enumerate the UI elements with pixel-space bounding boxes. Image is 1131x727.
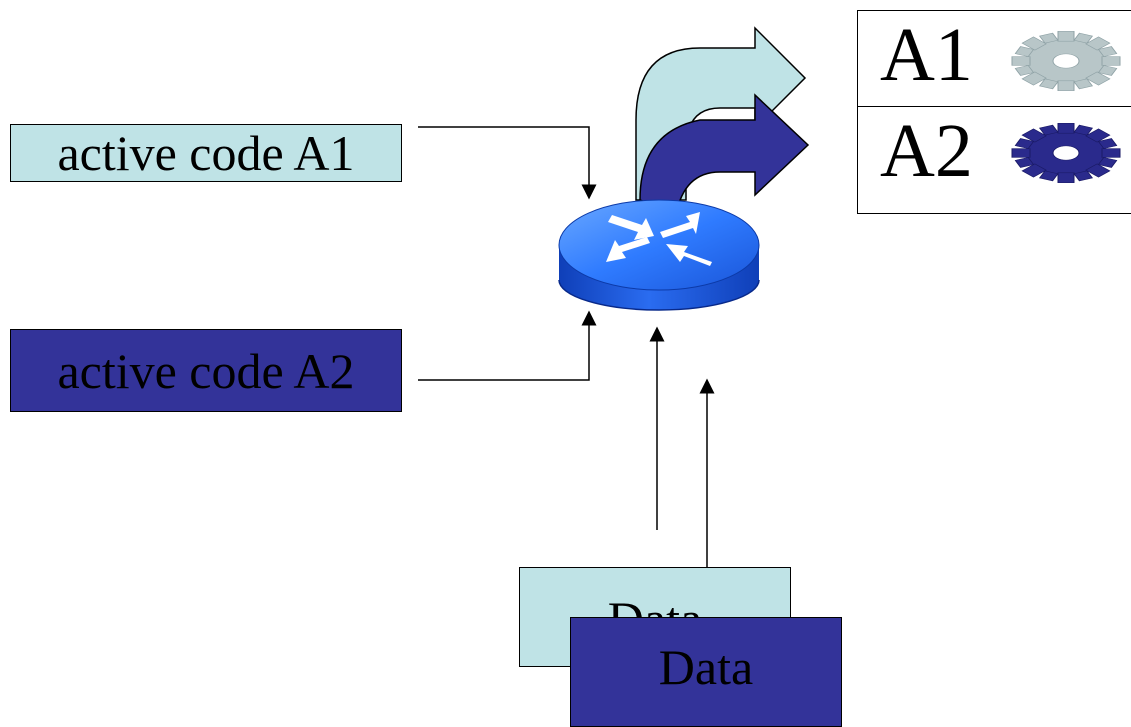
curved-arrow-a2 (639, 93, 810, 217)
data-packet-front-label: Data (658, 639, 754, 695)
table-row-a2: A2 (858, 107, 1131, 204)
data-packet-front: Data (570, 617, 842, 727)
router-icon (558, 199, 760, 311)
active-code-a1-label: active code A1 (57, 125, 355, 181)
gear-icon (1011, 31, 1121, 91)
active-code-table: A1 A2 (857, 10, 1131, 214)
active-code-a2-box: active code A2 (10, 329, 402, 412)
connector-a2-to-router (418, 310, 597, 381)
table-row-a1: A1 (858, 10, 1131, 107)
table-row-a2-label: A2 (880, 109, 973, 193)
connector-a1-to-router (418, 126, 597, 200)
active-code-a2-label: active code A2 (57, 342, 355, 399)
gear-icon (1011, 123, 1121, 183)
table-row-a1-label: A1 (880, 13, 973, 97)
active-code-a1-box: active code A1 (10, 124, 402, 182)
